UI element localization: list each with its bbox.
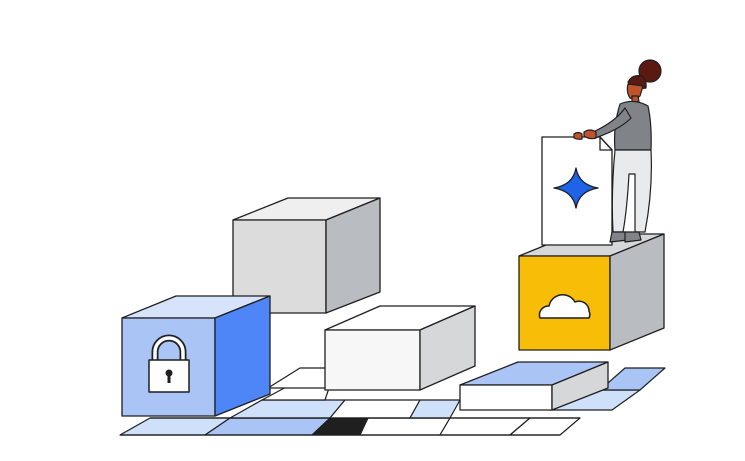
- person-head: [626, 83, 644, 100]
- person-hair-bun: [638, 59, 662, 83]
- white-box: [324, 305, 476, 391]
- white-slab-front: [459, 384, 553, 411]
- person-hand: [573, 131, 583, 140]
- gray-cube: [232, 197, 381, 314]
- floor-tile: [267, 367, 331, 389]
- document-corner: [599, 136, 613, 151]
- floor-tile: [359, 417, 451, 436]
- white-box-front: [324, 329, 421, 391]
- cloud-cube-side: [609, 233, 665, 351]
- person-shoe: [624, 231, 642, 243]
- cloud-cube: [518, 233, 665, 351]
- white-box-side: [419, 305, 476, 391]
- white-slab-side: [551, 361, 609, 411]
- white-slab: [459, 361, 609, 411]
- floor-tile: [599, 367, 666, 391]
- lock-cube-side: [214, 295, 271, 417]
- lock-icon: [148, 334, 190, 393]
- cloud-icon: [538, 294, 591, 319]
- person-figure: [573, 59, 662, 243]
- document-card: [541, 136, 613, 246]
- gray-cube-side: [325, 197, 381, 314]
- person-hand: [583, 129, 597, 140]
- floor-grid: [119, 367, 666, 436]
- person-pants: [611, 149, 652, 233]
- sparkle-icon: [553, 167, 599, 209]
- lock-cube: [121, 295, 271, 417]
- floor-tile: [329, 399, 421, 419]
